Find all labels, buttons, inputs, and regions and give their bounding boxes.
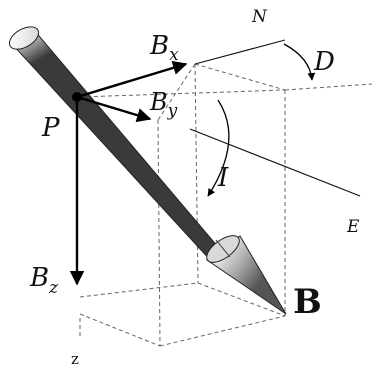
origin-point [72,92,82,102]
east-label: E [346,217,360,237]
point-label: P [41,113,60,143]
bx-label: Bx [149,31,179,65]
declination-label: D [313,47,335,77]
inclination-label: I [217,163,229,193]
by-vector [76,95,152,123]
inclination-arc [207,99,230,197]
z-axis-label: z [71,350,79,368]
projection-box [79,63,373,347]
declination-arc [283,43,316,81]
bz-label: Bz [29,263,59,298]
bx-vector [76,60,188,99]
north-label: N [251,7,268,27]
east-axis-line [189,128,361,197]
north-axis-line [194,39,286,65]
by-label: By [149,88,178,121]
field-vector-cone [8,26,287,315]
field-label: B [293,282,322,322]
